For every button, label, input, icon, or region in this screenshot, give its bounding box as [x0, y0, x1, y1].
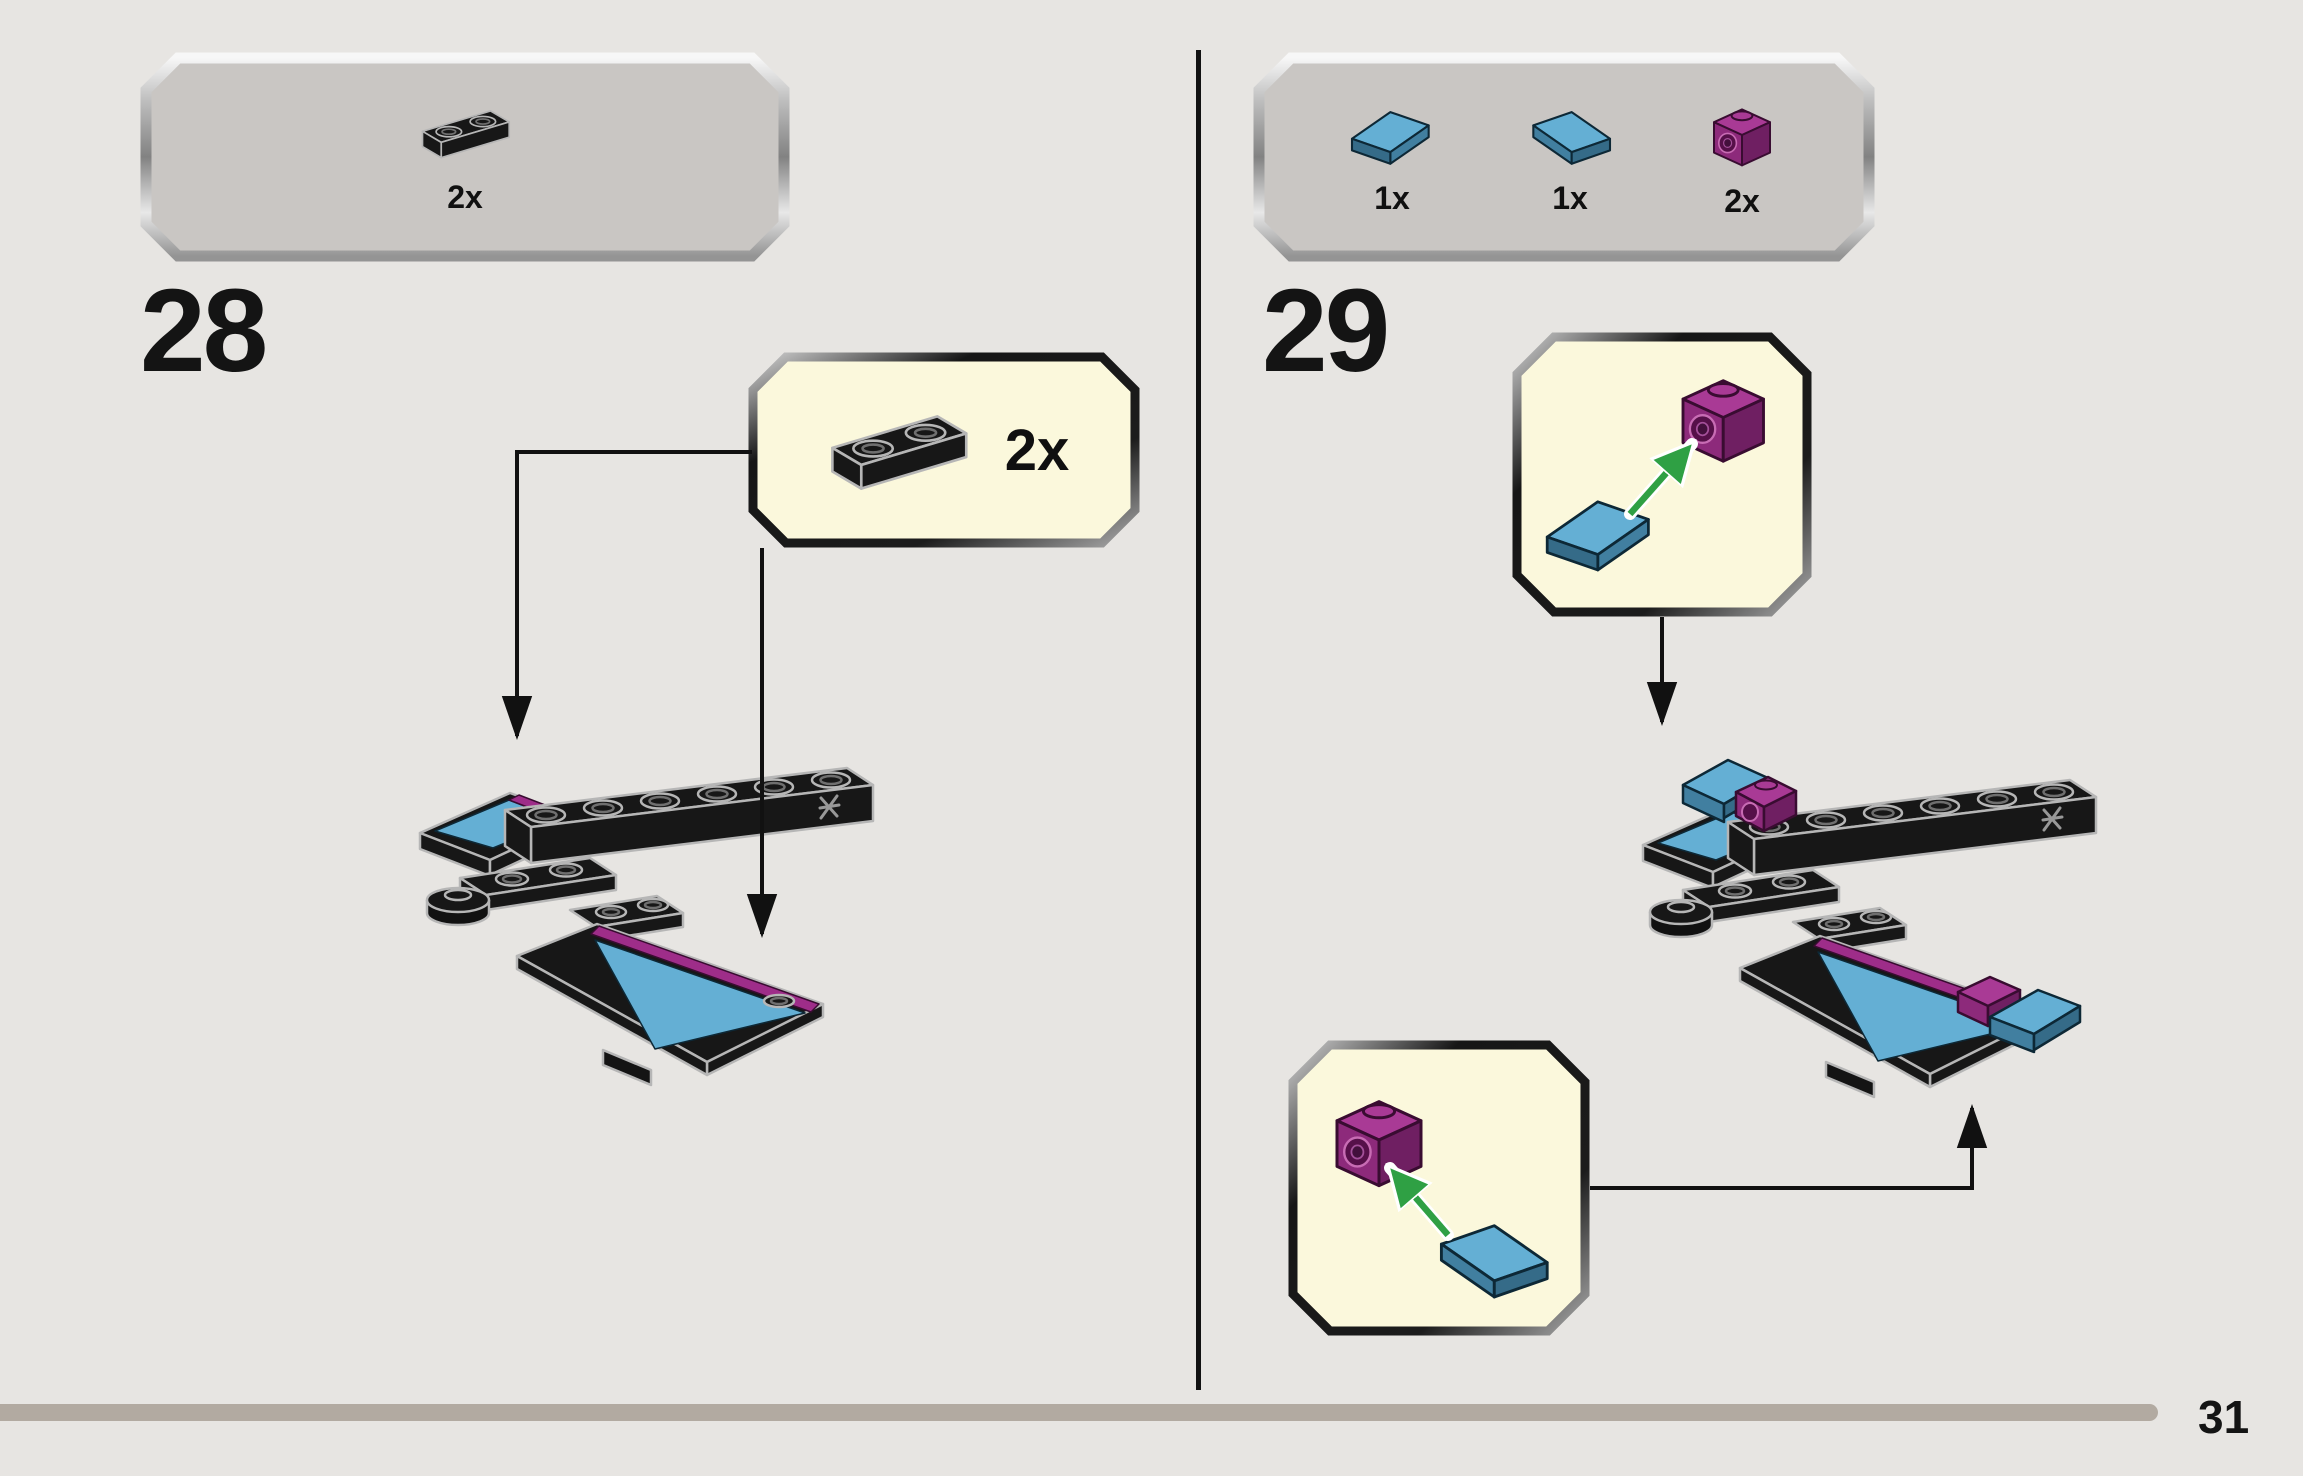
parts-box-part: 1x	[1342, 97, 1442, 217]
parts-box-frame	[140, 52, 790, 262]
step-29-number: 29	[1262, 265, 1390, 397]
step-28-number: 28	[140, 265, 268, 397]
arrow-step29-bottom	[1590, 1104, 1988, 1190]
parts-box-part: 2x	[414, 99, 516, 216]
step-29-callout-bottom	[1288, 1040, 1590, 1336]
step-29-callout-top	[1512, 332, 1812, 617]
step-29-parts-box: 1x 1x 2x	[1253, 52, 1875, 262]
part-count: 2x	[447, 178, 483, 215]
callout-count: 2x	[1004, 417, 1070, 483]
column-divider	[1196, 50, 1201, 1390]
part-count: 1x	[1552, 180, 1588, 216]
page-footer-bar	[0, 1404, 2158, 1421]
parts-box-part: 2x	[1698, 95, 1786, 220]
parts-box-part: 1x	[1520, 97, 1620, 217]
green-insert-arrow	[1390, 1168, 1451, 1238]
green-insert-arrow	[1627, 444, 1692, 517]
arrow-step28-left	[501, 450, 752, 740]
step-28-parts-box: 2x	[140, 52, 790, 262]
callout-frame	[1288, 1040, 1590, 1336]
step-28-callout: 2x	[748, 352, 1140, 548]
part-count: 2x	[1724, 182, 1760, 219]
part-count: 1x	[1374, 180, 1410, 216]
callout-frame	[1512, 332, 1812, 617]
page-number: 31	[2198, 1391, 2250, 1443]
